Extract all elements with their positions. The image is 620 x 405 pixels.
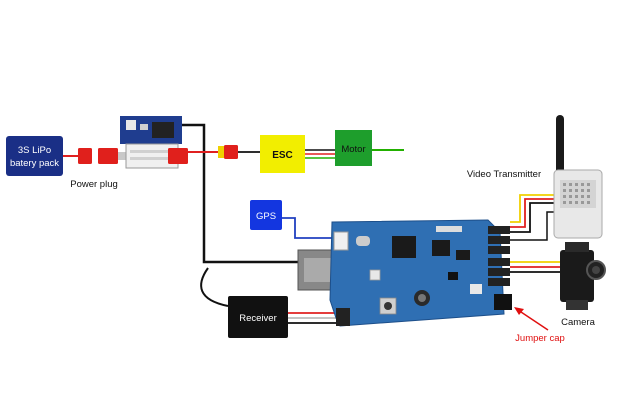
vtx-wire-black-2 [510, 211, 556, 241]
power-plug-label: Power plug [70, 179, 118, 190]
power-plug-connector-right [168, 148, 188, 164]
motor: Motor [335, 130, 372, 166]
gps-module: GPS [250, 200, 282, 230]
wires [182, 123, 560, 331]
gps-wire [282, 217, 334, 239]
esc-label: ESC [272, 150, 293, 161]
vtx-wire-red [510, 198, 556, 228]
mcu-chip [392, 236, 416, 258]
battery-pack: 3S LiPo batery pack [6, 136, 92, 176]
jumper-arrow-head [514, 307, 524, 315]
vtx-vent-grid [563, 183, 590, 204]
battery-label-line2: batery pack [10, 158, 59, 169]
power-module: Power plug [70, 116, 188, 190]
motor-label: Motor [341, 144, 365, 155]
osd-board [297, 219, 512, 327]
receiver-label: Receiver [239, 313, 277, 324]
camera-label: Camera [561, 317, 596, 328]
power-plug-connector-left [98, 148, 118, 164]
gps-label: GPS [256, 211, 276, 222]
vtx-wire-yellow [510, 194, 556, 223]
battery-connector [78, 148, 92, 164]
jumper-cap [494, 294, 512, 310]
vtx-label: Video Transmitter [467, 169, 541, 180]
receiver: Receiver [228, 296, 288, 338]
esc-connector [224, 145, 238, 159]
receiver-loop-cable [200, 267, 229, 307]
jumper-cap-label: Jumper cap [515, 333, 565, 344]
power-cable [182, 123, 300, 264]
camera: Camera [560, 242, 606, 328]
esc-module: ESC [218, 135, 305, 173]
vtx-antenna [556, 115, 564, 175]
jumper-arrow-line [517, 309, 549, 331]
vtx-wire-black [510, 202, 556, 233]
battery-label-line1: 3S LiPo [18, 145, 51, 156]
video-transmitter: Video Transmitter [467, 115, 603, 239]
